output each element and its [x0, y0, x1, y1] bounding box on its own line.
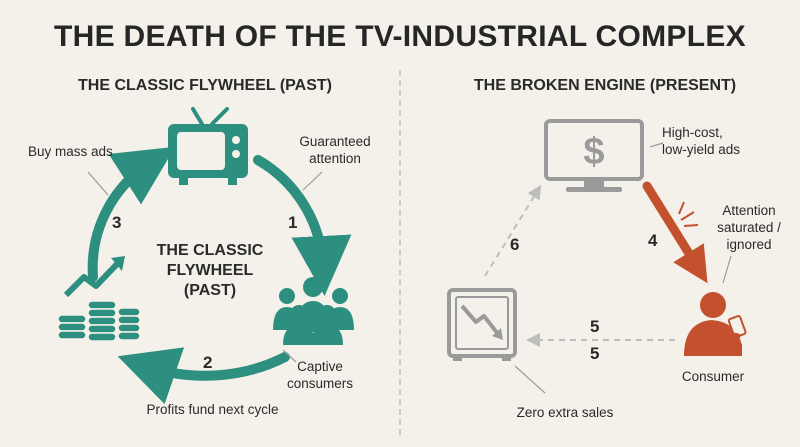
- left-heading: THE CLASSIC FLYWHEEL (PAST): [78, 77, 332, 94]
- step-1: 1: [288, 213, 298, 232]
- step-4: 4: [648, 231, 658, 250]
- label-profits: Profits fund next cycle: [146, 402, 279, 417]
- leader-lines-left: [87, 171, 323, 363]
- step-5-a: 5: [590, 317, 600, 336]
- flywheel-center-label: THE CLASSIC FLYWHEEL (PAST): [140, 241, 280, 301]
- step-2: 2: [203, 353, 213, 372]
- monitor-dollar-icon: $: [544, 119, 644, 192]
- label-line: Captive: [297, 359, 343, 374]
- step-6: 6: [510, 235, 520, 254]
- svg-text:$: $: [583, 131, 604, 173]
- label-line: Guaranteed: [299, 134, 371, 149]
- label-line: Attention: [722, 203, 776, 218]
- arrow-4: [642, 181, 708, 284]
- center-line: (PAST): [183, 282, 237, 299]
- arc-2: [117, 347, 290, 405]
- arc-1: [253, 155, 352, 296]
- label-guaranteed-attention: Guaranteed attention: [290, 133, 380, 167]
- coins-growth-icon: [57, 256, 141, 342]
- center-line: FLYWHEEL: [166, 262, 254, 279]
- arrow-6: [484, 184, 542, 277]
- page-title: THE DEATH OF THE TV-INDUSTRIAL COMPLEX: [54, 20, 746, 53]
- arc-3: [87, 146, 176, 282]
- safe-decline-icon: [447, 288, 517, 361]
- leader-lines-right: [514, 142, 732, 394]
- label-line: saturated /: [717, 220, 781, 235]
- section-divider: [399, 70, 401, 435]
- label-zero-sales: Zero extra sales: [516, 405, 614, 420]
- label-high-cost: High-cost, low-yield ads: [662, 124, 772, 158]
- label-line: attention: [309, 151, 361, 166]
- label-attention: Attention saturated / ignored: [706, 202, 792, 253]
- gray-dashed-arrows: [484, 184, 675, 347]
- right-heading: THE BROKEN ENGINE (PRESENT): [473, 77, 737, 94]
- label-buy-mass-ads: Buy mass ads: [28, 144, 113, 159]
- label-line: High-cost,: [662, 125, 723, 140]
- crowd-icon: [273, 277, 354, 345]
- label-consumer: Consumer: [681, 369, 745, 384]
- flywheel-arcs: [87, 146, 352, 405]
- label-line: ignored: [726, 237, 772, 252]
- tv-icon: [168, 107, 248, 185]
- step-3: 3: [112, 213, 122, 232]
- step-5-b: 5: [590, 344, 600, 363]
- center-line: THE CLASSIC: [156, 242, 264, 259]
- label-captive-consumers: Captive consumers: [284, 358, 356, 392]
- label-line: low-yield ads: [662, 142, 741, 157]
- phone-user-icon: [684, 292, 747, 356]
- label-line: consumers: [286, 376, 354, 391]
